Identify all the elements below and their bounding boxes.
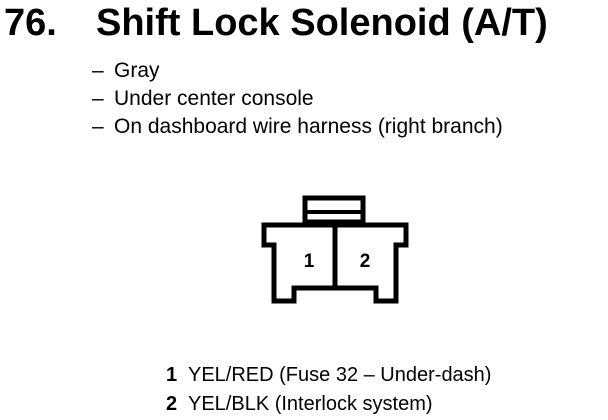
pin-number: 1	[166, 364, 178, 386]
detail-color: –Gray	[92, 57, 503, 85]
pin-description: YEL/BLK (Interlock system)	[188, 393, 433, 415]
pin-number: 2	[166, 393, 178, 415]
connector-pin-1-label: 1	[304, 251, 315, 272]
detail-dash: –	[92, 59, 104, 82]
detail-dash: –	[92, 87, 104, 110]
component-number: 76.	[4, 2, 57, 44]
detail-harness: –On dashboard wire harness (right branch…	[92, 113, 503, 141]
page-title: 76. Shift Lock Solenoid (A/T)	[0, 0, 548, 46]
detail-text: On dashboard wire harness (right branch)	[114, 115, 503, 138]
pin-item: 1 YEL/RED (Fuse 32 – Under-dash)	[166, 361, 491, 390]
component-details: –Gray –Under center console –On dashboar…	[92, 57, 503, 141]
detail-text: Gray	[114, 59, 160, 82]
connector-pin-2-label: 2	[360, 251, 371, 272]
pin-item: 2 YEL/BLK (Interlock system)	[166, 390, 491, 419]
detail-dash: –	[92, 115, 104, 138]
pin-list: 1 YEL/RED (Fuse 32 – Under-dash) 2 YEL/BLK…	[166, 361, 491, 419]
pin-description: YEL/RED (Fuse 32 – Under-dash)	[188, 364, 492, 386]
connector-diagram: 1 2	[261, 195, 409, 304]
detail-location: –Under center console	[92, 85, 503, 113]
component-name: Shift Lock Solenoid (A/T)	[96, 2, 548, 44]
detail-text: Under center console	[114, 87, 314, 110]
